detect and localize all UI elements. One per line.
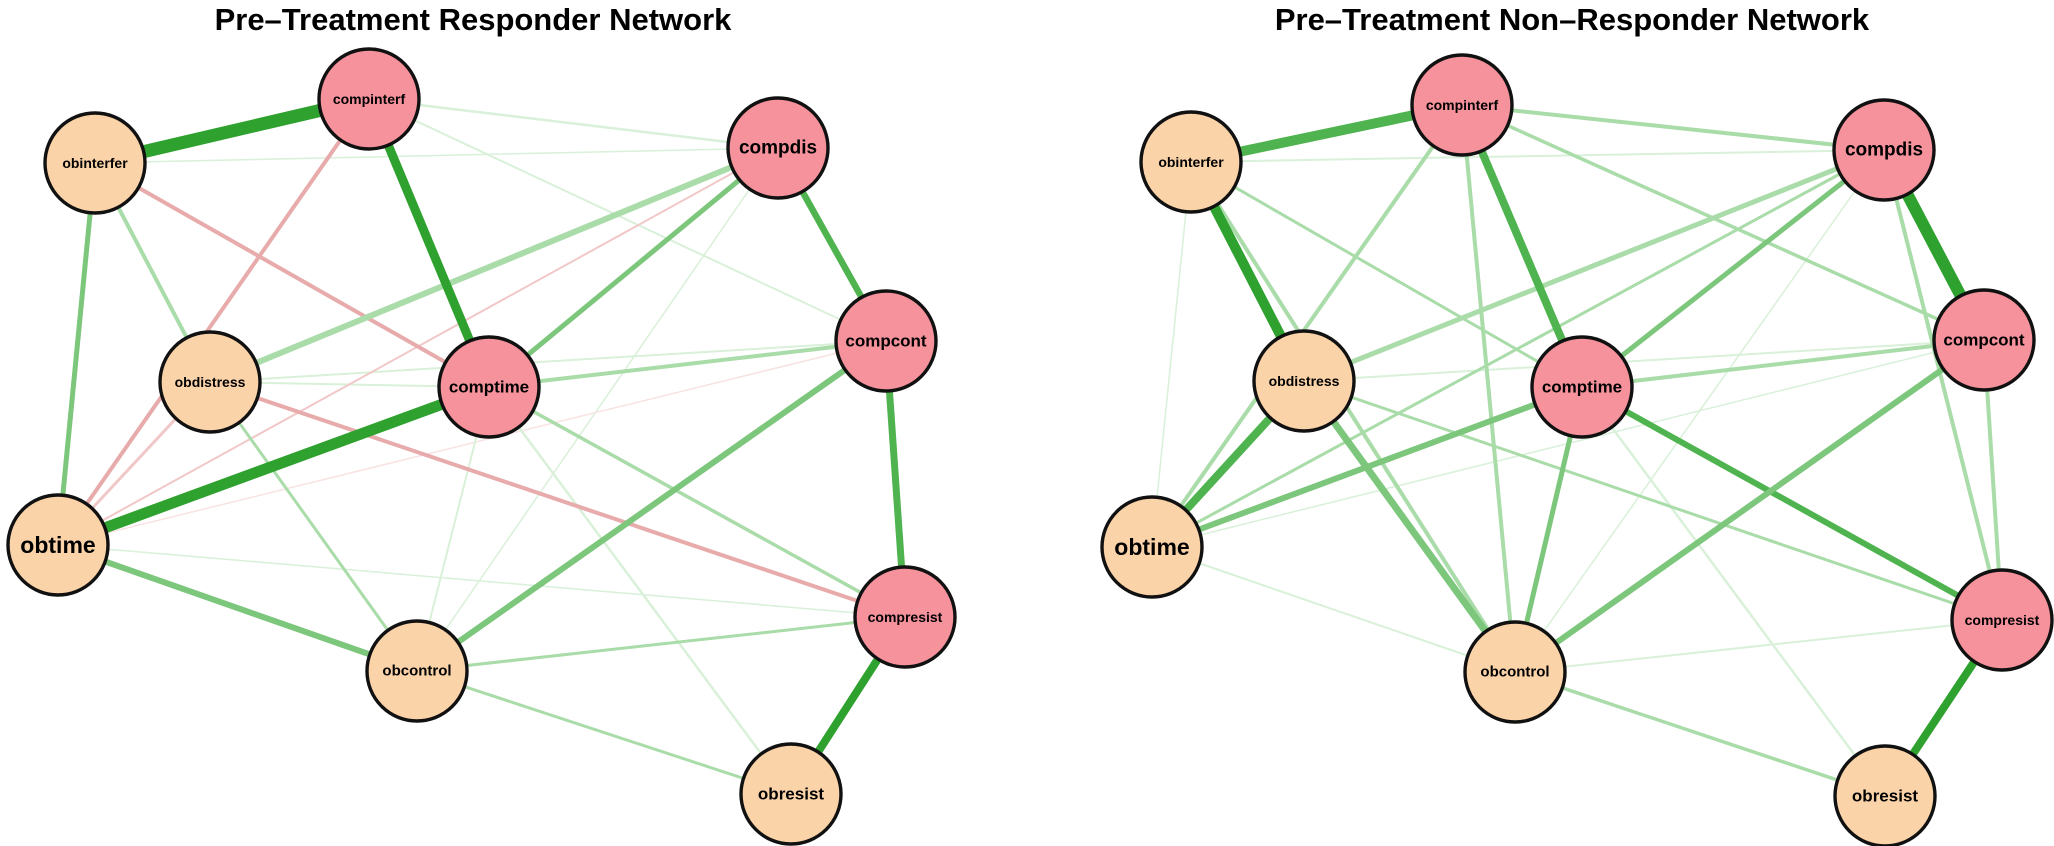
edge-obdistress-compresist [209, 380, 906, 619]
node-obcontrol [365, 619, 469, 723]
edge-compinterf-obcontrol [1460, 104, 1517, 673]
edge-obinterfer-obcontrol [1189, 160, 1517, 674]
edge-compcont-obdistress [1303, 339, 1985, 382]
edge-compinterf-comptime [364, 97, 494, 389]
node-compcont [1932, 288, 2036, 392]
edge-obdistress-compresist [1303, 379, 2003, 622]
edge-obtime-compcont [57, 340, 887, 546]
panel-title-nonresponder: Pre–Treatment Non–Responder Network [1275, 2, 1870, 37]
edge-obtime-comptime [56, 381, 491, 551]
edge-compdis-comptime [1580, 148, 1886, 389]
edge-comptime-compresist [1580, 384, 2004, 623]
node-compinterf [317, 47, 421, 151]
node-obresist [1833, 744, 1937, 846]
edge-obcontrol-compresist [1514, 619, 2003, 673]
edge-obinterfer-obtime [1151, 161, 1192, 548]
node-compdis [726, 96, 830, 200]
node-comptime [437, 335, 541, 439]
node-obresist [739, 742, 843, 846]
node-obdistress [1252, 329, 1356, 433]
edge-obdistress-obcontrol [1301, 378, 1518, 675]
edge-comptime-obresist [1580, 386, 1887, 797]
edge-compdis-comptime [487, 146, 780, 389]
node-compresist [853, 565, 957, 669]
edge-obinterfer-compdis [1190, 149, 1885, 163]
node-compresist [1950, 568, 2054, 672]
edge-compinterf-compcont [1461, 103, 1985, 342]
edge-compdis-compresist [1882, 149, 2004, 621]
edge-compdis-obdistress [1303, 147, 1885, 384]
edge-compinterf-compcont [368, 98, 887, 342]
edge-compinterf-compdis [368, 97, 779, 150]
edge-comptime-compresist [488, 385, 906, 619]
edge-obtime-compresist [57, 544, 906, 618]
edge-obdistress-obcontrol [208, 381, 419, 672]
edge-obdistress-compdis [208, 145, 780, 385]
edge-obinterfer-compdis [94, 147, 779, 164]
edge-compdis-obtime [1151, 148, 1885, 549]
panel-title-responder: Pre–Treatment Responder Network [215, 2, 733, 37]
edge-comptime-obresist [487, 386, 793, 795]
node-obinterfer [43, 111, 147, 215]
edge-obcontrol-compresist [416, 615, 906, 673]
edge-obcontrol-compcont [415, 338, 888, 674]
edge-compcont-comptime [1581, 338, 1985, 389]
node-obdistress [158, 330, 262, 434]
edge-compinterf-compdis [1461, 103, 1885, 152]
node-obinterfer [1139, 110, 1243, 214]
edge-comptime-compcont [488, 339, 887, 389]
node-obtime [1100, 495, 1204, 599]
edge-compcont-obcontrol [1513, 337, 1986, 675]
edge-obtime-obcontrol [1151, 546, 1516, 673]
node-obtime [6, 493, 110, 597]
edge-obtime-obinterfer [55, 162, 98, 546]
edge-compinterf-obtime [56, 97, 371, 547]
node-compdis [1832, 98, 1936, 202]
node-compinterf [1410, 53, 1514, 157]
edge-obdistress-compcont [209, 340, 887, 383]
node-obcontrol [1463, 620, 1567, 724]
edge-obcontrol-obresist [1514, 670, 1886, 798]
edge-compinterf-obtime [1150, 103, 1464, 549]
edge-obtime-obcontrol [57, 542, 418, 674]
edge-obcontrol-obresist [416, 669, 792, 796]
edge-obinterfer-comptime [94, 161, 490, 389]
edge-compdis-obcontrol [416, 147, 779, 672]
node-compcont [834, 289, 938, 393]
node-comptime [1530, 335, 1634, 439]
